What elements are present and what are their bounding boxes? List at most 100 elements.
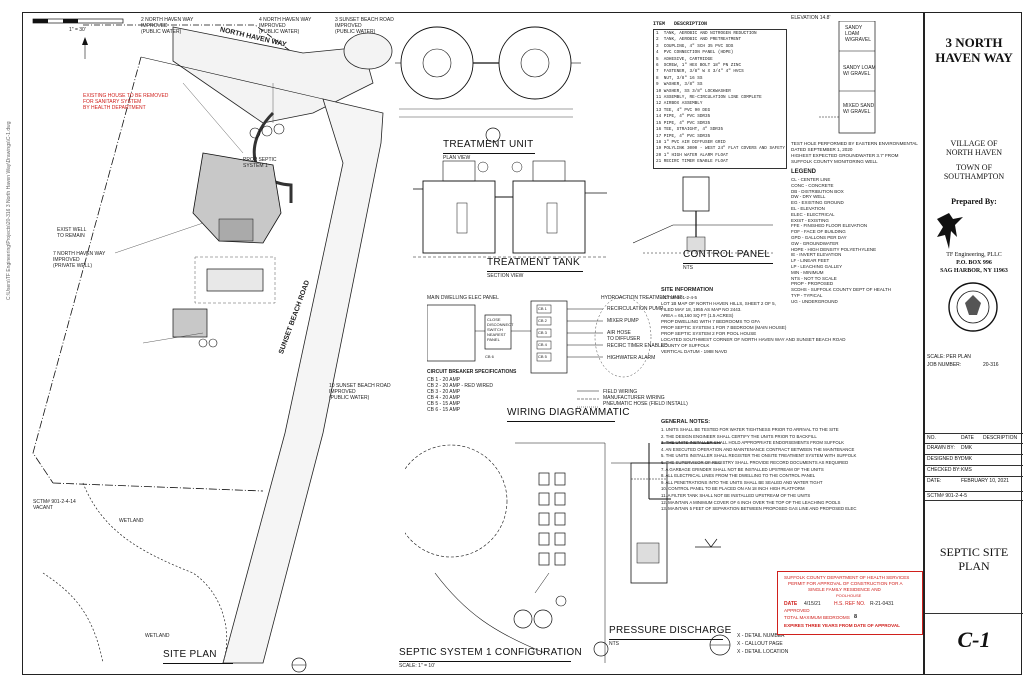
revision-header: NO. DATE DESCRIPTION — [925, 433, 1023, 442]
drawn-by-value: DMK — [961, 445, 973, 451]
site-info-notes: SCTM# 901-2-4-5 LOT 1B MAP OF NORTH HAVE… — [661, 295, 846, 354]
prop-septic-label: PROP SEPTIC SYSTEM 1 — [243, 157, 277, 169]
eagle-logo-icon — [937, 213, 963, 249]
elevation-label: ELEVATION 14.8' — [791, 15, 831, 21]
pool — [206, 268, 264, 292]
rev-no-header: NO. — [927, 435, 936, 441]
breaker-spec-list: CB 1 - 20 AMP CB 2 - 20 AMP - RED WIRED … — [427, 377, 494, 413]
stamp-bedrooms-value: 8 — [854, 614, 858, 620]
stamp-expires: EXPIRES THREE YEARS FROM DATE OF APPROVA… — [784, 623, 900, 628]
town: TOWN OF SOUTHAMPTON — [943, 163, 1005, 181]
stamp-date-label: DATE — [784, 601, 798, 607]
scale-row: SCALE: PER PLAN — [927, 354, 971, 360]
designed-by-value: DMK — [961, 456, 973, 462]
title-treatment-tank: TREATMENT TANK — [487, 257, 580, 268]
wiring-component-5: HIGHWATER ALARM — [607, 355, 656, 361]
date-row: DATE: FEBRUARY 10, 2021 — [925, 476, 1023, 485]
title-septic-config: SEPTIC SYSTEM 1 CONFIGURATION — [399, 647, 582, 658]
wiring-diagram — [427, 296, 652, 408]
project-title: 3 NORTH HAVEN WAY — [935, 35, 1013, 65]
rev-date-header: DATE — [961, 435, 974, 441]
title-site-plan: SITE PLAN — [163, 649, 217, 660]
checked-by-label: CHECKED BY: — [927, 467, 961, 473]
wetland-boundary-2 — [42, 572, 104, 664]
drawing-area: 1" = 30' NORTH HAVEN WAY SUNSET BEACH RO… — [22, 12, 924, 675]
site-plan-drawing — [32, 18, 393, 673]
lot-line-south — [52, 482, 264, 492]
wiring-cb-1: CB 1 — [538, 306, 547, 311]
breaker-spec-heading: CIRCUIT BREAKER SPECIFICATIONS — [427, 369, 517, 375]
wiring-main-panel: MAIN DWELLING ELEC PANEL — [427, 295, 499, 301]
sctm-row: SCTM# 901-2-4-5 — [925, 491, 1023, 501]
title-control-panel: CONTROL PANEL — [683, 249, 771, 260]
leaching-pools — [198, 123, 285, 348]
test-hole-note: TEST HOLE PERFORMED BY EASTERN ENVIRONME… — [791, 141, 918, 164]
wiring-component-4: RECIRC TIMER ENABLED — [607, 343, 668, 349]
firm-city: SAG HARBOR, NY 11963 — [940, 268, 1008, 274]
wiring-component-2: MIXER PUMP — [607, 318, 639, 324]
checked-by-value: KMS — [961, 467, 972, 473]
neighbor-10-sunset-beach: 10 SUNSET BEACH ROAD IMPROVED (PUBLIC WA… — [329, 383, 391, 401]
section-view-label: SECTION VIEW — [487, 273, 524, 279]
pool-patio — [194, 256, 276, 304]
neighbor-3-sunset-beach: 3 SUNSET BEACH ROAD IMPROVED (PUBLIC WAT… — [335, 17, 394, 35]
title-block: 3 NORTH HAVEN WAY VILLAGE OF NORTH HAVEN… — [924, 12, 1023, 675]
north-arrow — [82, 37, 88, 59]
firm-po-box: P.O. BOX 996 — [956, 260, 992, 266]
stamp-bedrooms-label: TOTAL MAXIMUM BEDROOMS — [784, 615, 850, 620]
stamp-approved: APPROVED — [784, 608, 810, 613]
drawn-by-row: DRAWN BY: DMK — [925, 443, 1023, 452]
pressure-discharge-nts: NTS — [609, 641, 619, 647]
soil-layer-2: SANDY LOAM W/ GRAVEL — [843, 65, 876, 77]
neighbor-2-north-haven: 2 NORTH HAVEN WAY IMPROVED (PUBLIC WATER… — [141, 17, 194, 35]
symbol-detail-location: X - DETAIL LOCATION — [737, 649, 789, 655]
health-department-stamp: SUFFOLK COUNTY DEPARTMENT OF HEALTH SERV… — [777, 571, 923, 635]
soil-layer-3: MIXED SAND W/ GRAVEL — [843, 103, 875, 115]
scale-bar — [32, 18, 124, 24]
septic-config-scale: SCALE: 1" = 10' — [399, 663, 435, 669]
wiring-disconnect: CLOSE DISCONNECT SWITCH NEAREST PANEL — [487, 317, 514, 342]
control-panel-detail — [633, 176, 773, 254]
designed-by-label: DESIGNED BY: — [927, 456, 963, 462]
symbol-key-icon — [709, 634, 731, 656]
firm-name: TF Engineering, PLLC — [946, 252, 1002, 258]
wire-legend: FIELD WIRING MANUFACTURER WIRING PNEUMAT… — [603, 389, 688, 407]
designed-by-row: DESIGNED BY: DMK — [925, 454, 1023, 463]
parts-table-header: ITEM DESCRIPTION — [653, 21, 708, 27]
pool-house — [172, 308, 208, 338]
engineer-seal-icon — [948, 282, 998, 332]
wiring-component-1: RECIRCULATION PUMP — [607, 306, 664, 312]
wiring-cb-6: CB 6 — [485, 354, 494, 359]
wiring-cb-3: CB 3 — [538, 330, 547, 335]
prepared-by-label: Prepared By: — [951, 197, 997, 206]
symbol-callout-page: X - CALLOUT PAGE — [737, 641, 783, 647]
stamp-line-1: PERMIT FOR APPROVAL OF CONSTRUCTION FOR … — [788, 581, 903, 586]
job-number-value: 20-316 — [983, 362, 999, 368]
lot-line-west — [32, 56, 142, 484]
sheet-title: SEPTIC SITE PLAN — [939, 545, 1009, 573]
stamp-heading: SUFFOLK COUNTY DEPARTMENT OF HEALTH SERV… — [784, 575, 910, 580]
job-number-row: JOB NUMBER: 20-316 — [925, 361, 1023, 369]
wiring-component-3: AIR HOSE TO DIFFUSER — [607, 330, 641, 342]
removal-note: EXISTING HOUSE TO BE REMOVED FOR SANITAR… — [83, 93, 169, 111]
proposed-house — [192, 152, 282, 244]
wiring-cb-4: CB 4 — [538, 342, 547, 347]
legend-heading: LEGEND — [791, 169, 817, 175]
wiring-cb-5: CB 5 — [538, 354, 547, 359]
plan-view-label: PLAN VIEW — [443, 155, 471, 161]
neighbor-7-north-haven: 7 NORTH HAVEN WAY IMPROVED (PRIVATE WELL… — [53, 251, 106, 269]
municipality: VILLAGE OF NORTH HAVEN — [945, 139, 1003, 157]
stamp-line-3: POOLHOUSE — [836, 593, 862, 598]
pressure-discharge-drawing — [611, 442, 721, 584]
symbol-detail-number: X - DETAIL NUMBER — [737, 633, 785, 639]
title-pressure-discharge: PRESSURE DISCHARGE — [609, 625, 732, 636]
parts-table: 1 TANK, AEROBIC AND NITROGEN REDUCTION 2… — [653, 29, 787, 169]
checked-by-row: CHECKED BY: KMS — [925, 465, 1023, 474]
wiring-cb-2: CB 2 — [538, 318, 547, 323]
wetland-label-2: WETLAND — [145, 633, 170, 639]
exist-well-label: EXIST WELL TO REMAIN — [57, 227, 87, 239]
wetland-boundary — [82, 482, 228, 664]
wetland-label-1: WETLAND — [119, 518, 144, 524]
date-value: FEBRUARY 10, 2021 — [961, 478, 1009, 484]
